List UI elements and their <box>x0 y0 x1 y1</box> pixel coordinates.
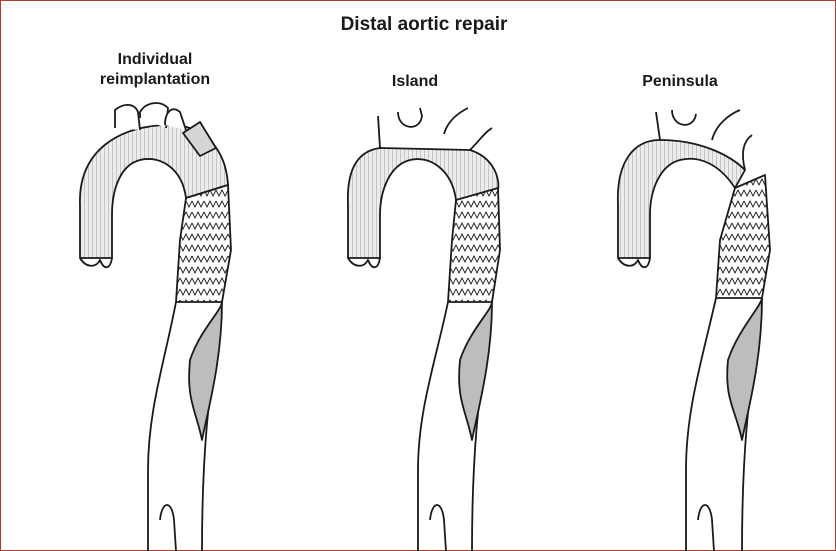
stent-graft <box>716 175 770 298</box>
peninsula-vessel <box>743 135 752 170</box>
false-lumen <box>459 302 492 440</box>
aorta-peninsula <box>618 110 770 551</box>
stent-graft <box>176 185 231 302</box>
aorta-individual-reimplantation <box>80 103 231 551</box>
aorta-island <box>348 108 500 551</box>
bifurcation <box>160 505 176 551</box>
aortic-root <box>618 258 650 267</box>
peninsula-vessel <box>656 112 660 140</box>
bifurcation <box>430 505 446 551</box>
island-vessel <box>470 128 492 150</box>
peninsula-vessel <box>712 110 740 140</box>
peninsula-vessel <box>672 110 696 125</box>
island-vessel <box>378 116 380 148</box>
bifurcation <box>698 505 714 551</box>
branch-stump <box>140 103 168 128</box>
branch-stump <box>115 105 140 130</box>
island-vessel <box>444 108 468 134</box>
stent-graft <box>448 188 500 302</box>
island-vessel <box>398 108 422 127</box>
aortic-root <box>80 258 112 267</box>
false-lumen <box>189 302 222 440</box>
false-lumen <box>727 298 762 440</box>
aortic-root <box>348 258 380 267</box>
